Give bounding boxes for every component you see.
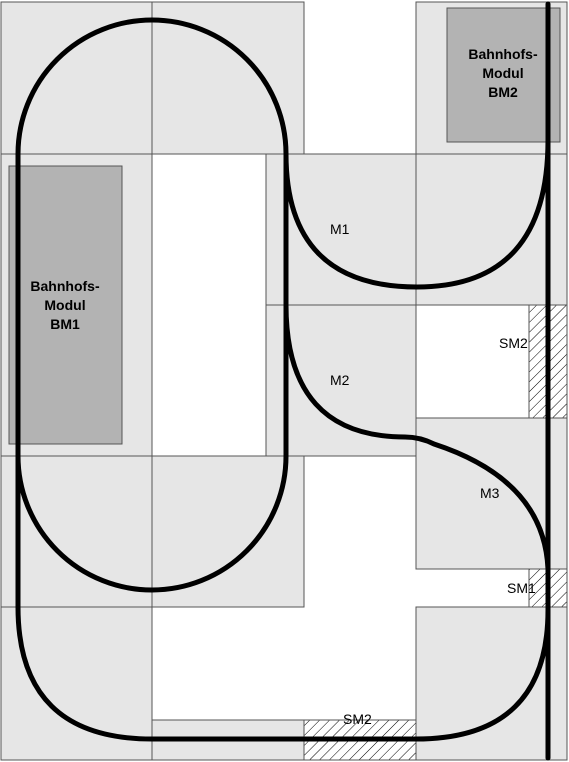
bm1-label-line1: Bahnhofs- (30, 278, 100, 294)
bm1-label-line3: BM1 (50, 316, 80, 332)
station-module-bm1 (8, 165, 123, 445)
m1-label: M1 (330, 221, 350, 237)
module-tile (151, 455, 305, 608)
module-tile (0, 606, 153, 761)
sm2-right-label: SM2 (499, 335, 528, 351)
station-module-bm2 (446, 7, 561, 143)
track (15, 1, 551, 761)
module-tile (0, 455, 153, 608)
bm2-label-line2: Modul (482, 65, 523, 81)
track-m2-curve (283, 302, 551, 572)
sm1-label: SM1 (507, 580, 536, 596)
module-tile-empty (151, 153, 267, 457)
m3-label: M3 (480, 485, 500, 501)
module-tile (415, 606, 568, 761)
track-bottom-loop (15, 453, 551, 742)
track-m1-curve (283, 137, 551, 290)
bm1-label-line2: Modul (44, 297, 85, 313)
module-tile-m2 (265, 304, 417, 457)
module-tile (151, 1, 305, 155)
module-tile (415, 153, 568, 306)
bm2-label-line1: Bahnhofs- (468, 46, 538, 62)
sm2-bottom-label: SM2 (343, 711, 372, 727)
module-tile-m1 (265, 153, 417, 306)
m2-label: M2 (330, 372, 350, 388)
module-tile (0, 1, 153, 155)
module-tile-m3 (415, 417, 568, 570)
bm2-label-line3: BM2 (488, 84, 518, 100)
module-tile-empty (415, 304, 530, 419)
